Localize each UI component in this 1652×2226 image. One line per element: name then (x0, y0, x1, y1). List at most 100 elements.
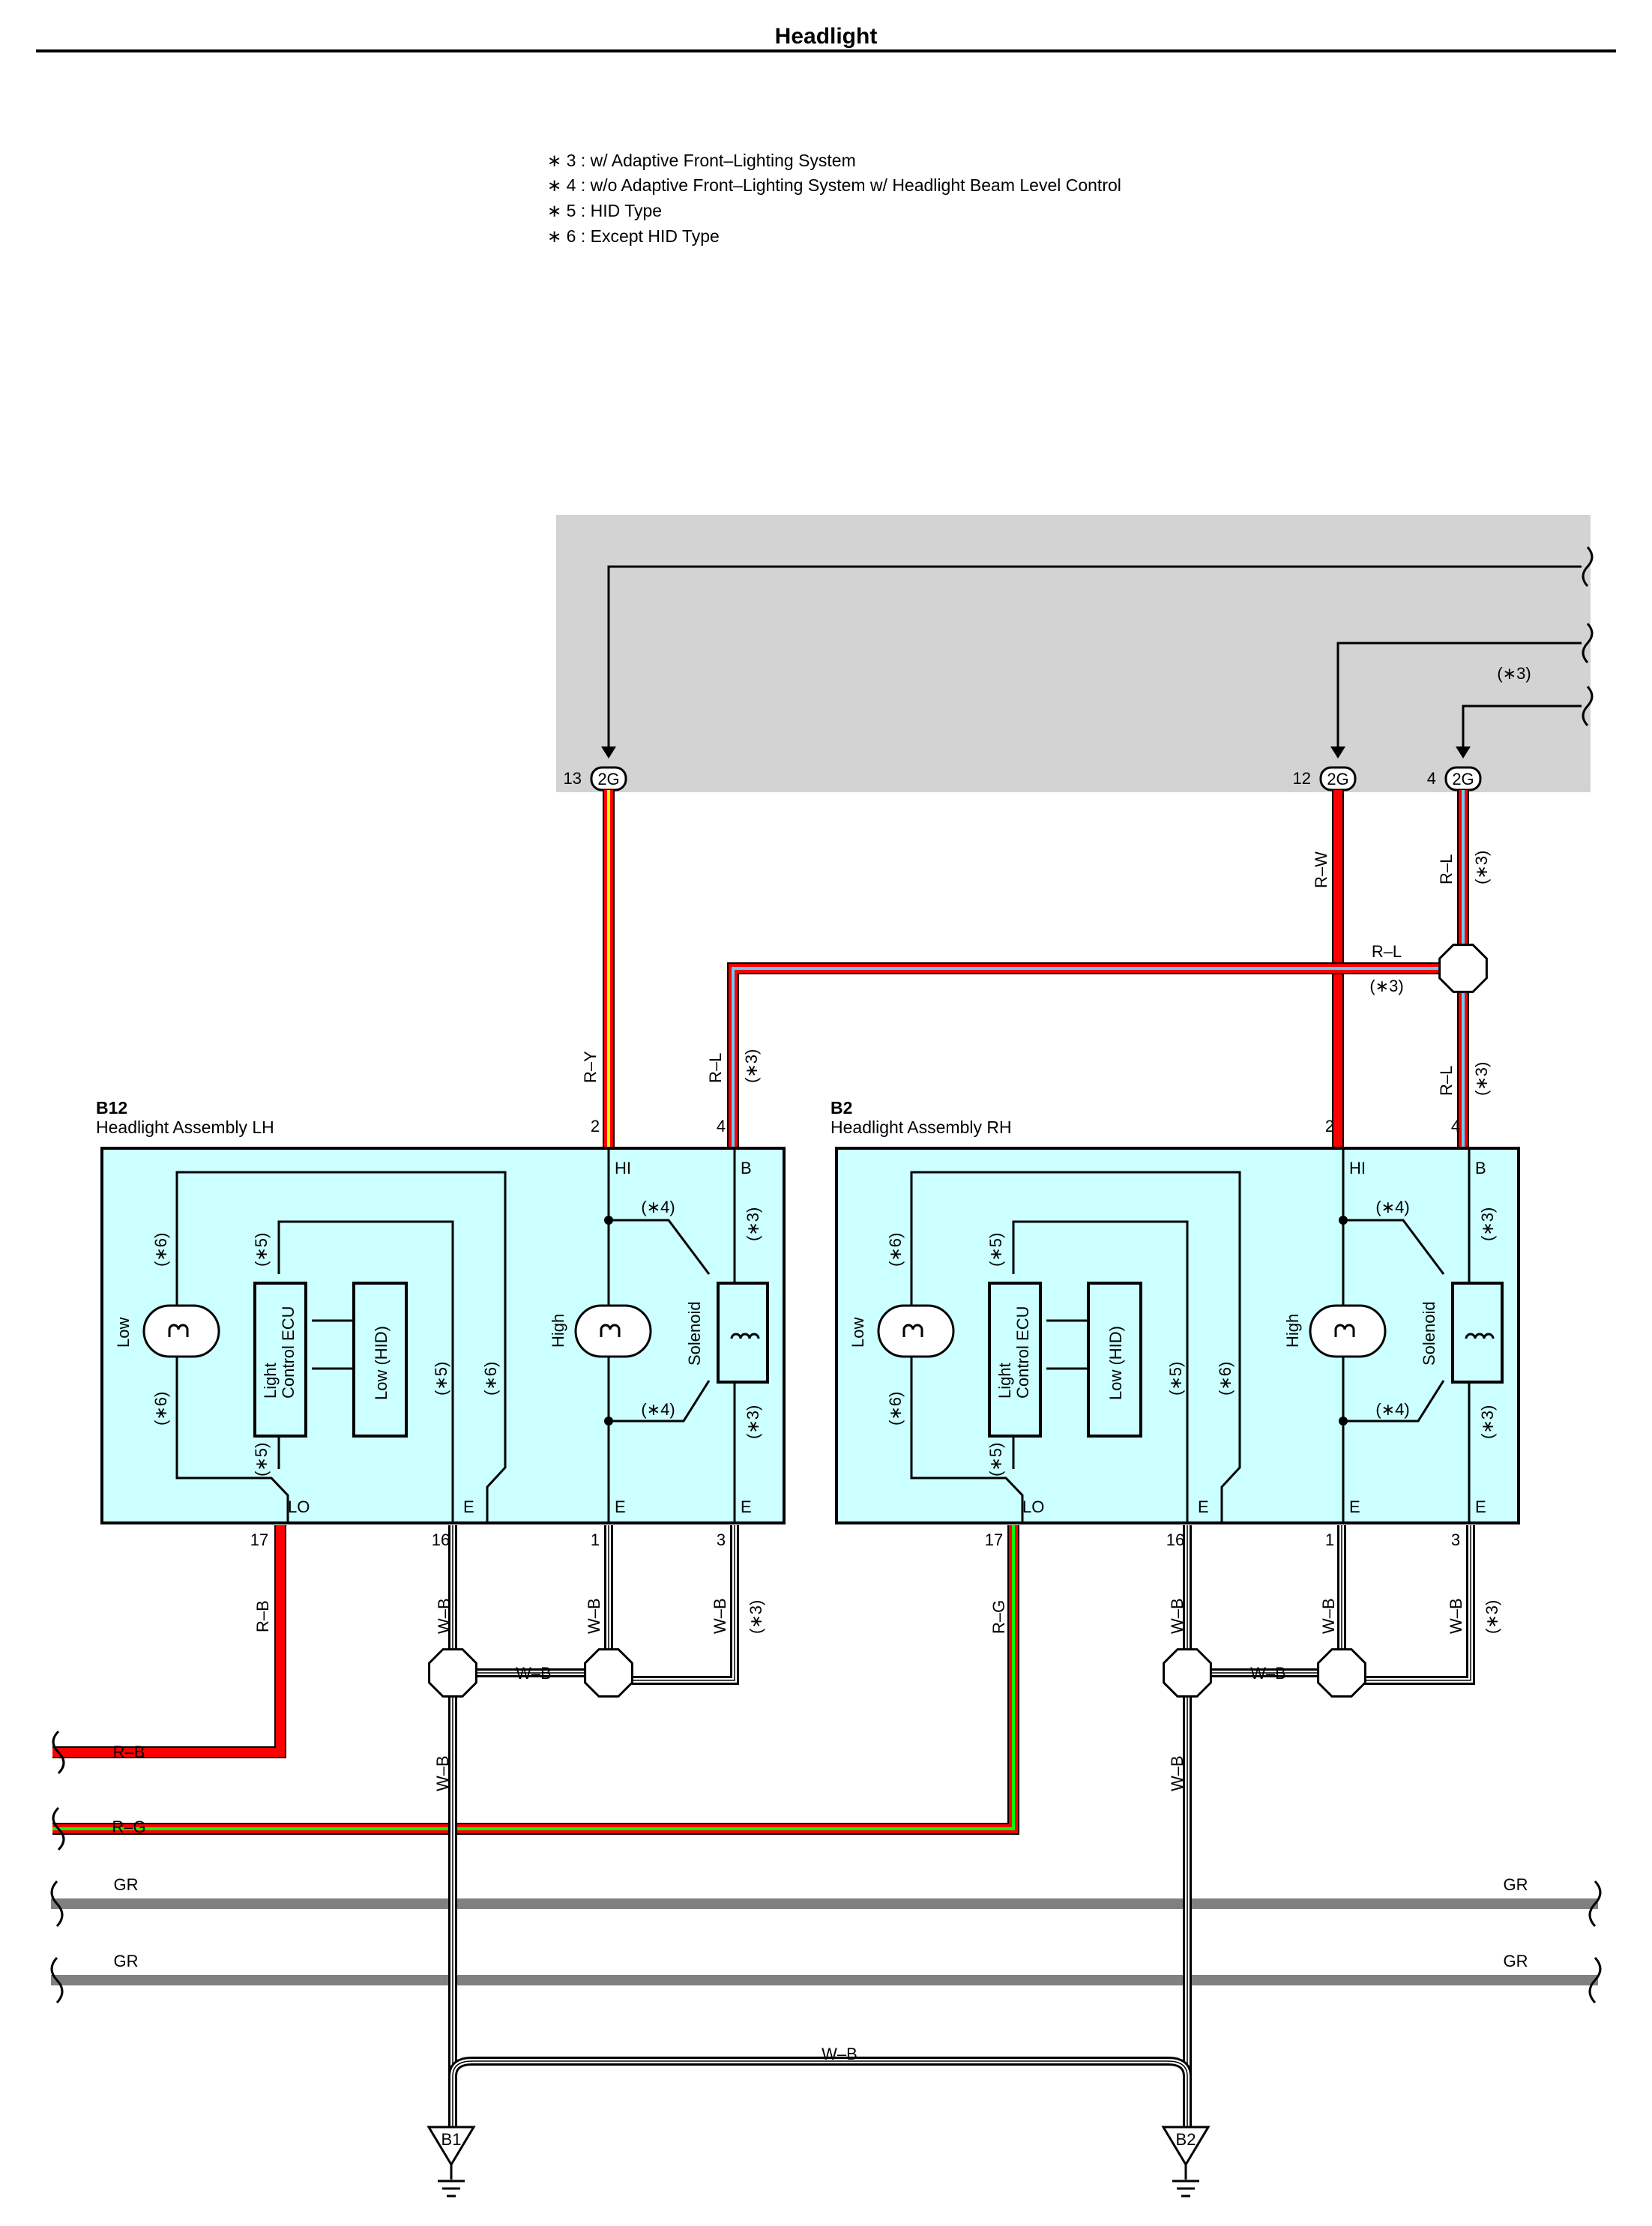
bulb-icon (142, 1304, 220, 1358)
ecu-panel: (∗3) 13 2G 12 2G 4 2G (556, 515, 1594, 792)
note-5: (∗5) (252, 1443, 271, 1477)
wire-note-3: (∗3) (1483, 1600, 1501, 1634)
note-4: (∗4) (1375, 1198, 1409, 1216)
note-5: ∗ 5 : HID Type (547, 201, 662, 220)
pin-number: 17 (250, 1530, 268, 1549)
wire-w-b-lh-3 (609, 1525, 739, 1685)
terminal-label: HI (1349, 1159, 1366, 1177)
low-hid-box (1087, 1282, 1142, 1438)
assembly-name: Headlight Assembly LH (96, 1117, 274, 1137)
wire-label-wb: W–B (822, 2045, 857, 2063)
note-5: (∗5) (986, 1443, 1005, 1477)
wire-label-rl: R–L (1372, 942, 1402, 961)
wire-w-b-ground (448, 2057, 1192, 2077)
ecu-label: Control ECU (279, 1306, 298, 1399)
splice-point (584, 1648, 633, 1698)
terminal-label: E (615, 1497, 626, 1516)
terminal-label: E (1349, 1497, 1360, 1516)
assembly-code: B2 (830, 1098, 852, 1117)
note-6: (∗6) (886, 1233, 905, 1267)
wire-note-3: (∗3) (747, 1600, 765, 1634)
wire-label-rl: R–L (706, 1053, 725, 1083)
note-5: (∗5) (986, 1233, 1005, 1267)
connector-code: 2G (597, 770, 619, 788)
note-6: (∗6) (481, 1362, 500, 1396)
low-label: Low (114, 1318, 133, 1348)
solenoid-icon (1451, 1282, 1504, 1384)
note-6: (∗6) (1216, 1362, 1235, 1396)
note-5: (∗5) (432, 1362, 450, 1396)
notes-legend: ∗ 3 : w/ Adaptive Front–Lighting System … (547, 151, 1121, 246)
terminal-label: B (1475, 1159, 1486, 1177)
terminal-label: B (741, 1159, 752, 1177)
note-4: (∗4) (1375, 1400, 1409, 1419)
wire-label-ry: R–Y (581, 1051, 600, 1083)
pin-number: 2 (1325, 1117, 1334, 1135)
wire-label-wb: W–B (433, 1755, 452, 1791)
ecu-label: Light (261, 1363, 280, 1399)
pin-number: 3 (1451, 1530, 1460, 1549)
connector-12-2g: 12 2G (1293, 766, 1357, 791)
hid-label: Low (HID) (1106, 1326, 1125, 1400)
note-3: (∗3) (1478, 1405, 1497, 1439)
note-5: (∗5) (1166, 1362, 1185, 1396)
pin-number: 2 (591, 1117, 600, 1135)
bulb-icon (574, 1304, 652, 1358)
wire-note-3: (∗3) (1369, 977, 1403, 995)
ground-label: B2 (1176, 2130, 1196, 2149)
splice-point (428, 1648, 477, 1698)
wire-w-b-rh-3 (1342, 1525, 1475, 1685)
ground-b1: B1 (426, 2126, 476, 2198)
wire-label-rb: R–B (253, 1600, 272, 1632)
wire-label-gr: GR (114, 1952, 139, 1970)
ground-b2: B2 (1161, 2126, 1211, 2198)
splice-point (1163, 1648, 1212, 1698)
wire-label-wb: W–B (1168, 1598, 1187, 1634)
wire-labels: R–Y R–L (∗3) R–W R–L (∗3) R–L (∗3) R–L (… (112, 851, 1501, 2063)
terminal-label: E (1475, 1497, 1486, 1516)
wire-label-gr: GR (1504, 1875, 1528, 1894)
wire-break-icon (52, 1730, 65, 1775)
wire-label-gr: GR (114, 1875, 139, 1894)
note-4: (∗4) (641, 1400, 675, 1419)
bulb-icon (877, 1304, 955, 1358)
wire-note-3: (∗3) (1472, 1062, 1491, 1096)
wire-label-wb: W–B (585, 1598, 603, 1634)
splice-point (1438, 944, 1488, 993)
note-3: (∗3) (1478, 1207, 1497, 1241)
wire-label-rl: R–L (1437, 1066, 1456, 1096)
note-5: (∗5) (252, 1233, 271, 1267)
wire-note-3: (∗3) (742, 1049, 761, 1083)
solenoid-label: Solenoid (1420, 1301, 1438, 1366)
wire-label-gr: GR (1504, 1952, 1528, 1970)
ecu-note-3: (∗3) (1497, 664, 1531, 683)
connector-code: 2G (1452, 770, 1474, 788)
ground-label: B1 (441, 2130, 462, 2149)
connector-13-2g: 13 2G (564, 766, 627, 791)
wire-label-wb: W–B (1319, 1598, 1338, 1634)
note-3: ∗ 3 : w/ Adaptive Front–Lighting System (547, 151, 856, 170)
terminal-label: LO (288, 1497, 310, 1516)
pin-number: 4 (1451, 1117, 1460, 1135)
terminal-label: E (741, 1497, 752, 1516)
assembly-name: Headlight Assembly RH (830, 1117, 1012, 1137)
pin-number: 17 (985, 1530, 1003, 1549)
wire-r-b (52, 1525, 286, 1758)
note-6: (∗6) (151, 1233, 170, 1267)
terminal-label: E (1198, 1497, 1209, 1516)
wire-label-rl: R–L (1437, 854, 1456, 884)
pin-number: 3 (717, 1530, 726, 1549)
wire-label-wb: W–B (711, 1598, 729, 1634)
note-6: (∗6) (151, 1392, 170, 1426)
wire-label-rb: R–B (113, 1743, 145, 1761)
pin-number: 16 (432, 1530, 450, 1549)
solenoid-label: Solenoid (685, 1301, 704, 1366)
splice-points (428, 944, 1488, 1698)
note-3: (∗3) (744, 1207, 762, 1241)
high-label: High (549, 1314, 567, 1348)
terminal-label: E (463, 1497, 474, 1516)
wire-label-wb: W–B (1168, 1755, 1187, 1791)
wire-break-icon (52, 1806, 65, 1851)
